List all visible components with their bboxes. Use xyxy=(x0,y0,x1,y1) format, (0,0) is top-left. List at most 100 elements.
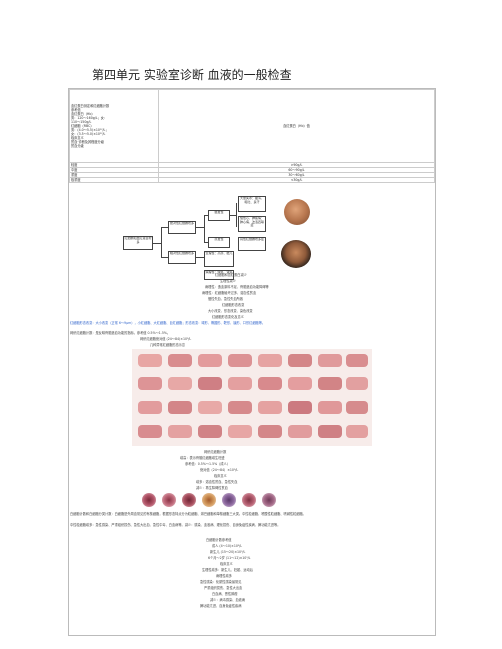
patient-photo-child xyxy=(284,199,310,225)
rbc-cell xyxy=(198,354,222,367)
wbc-cell xyxy=(142,493,156,507)
bottom-line: 临床意义 xyxy=(220,562,233,566)
connector xyxy=(204,215,205,242)
rbc-cell xyxy=(138,401,162,414)
rbc-cell xyxy=(168,377,192,390)
table-left-block: 血红蛋白测定和红细胞计数 参考值 血红蛋白（Hb） 男：120～160g/L；女… xyxy=(69,89,159,163)
rbc-cell xyxy=(228,377,252,390)
wbc-cell xyxy=(162,493,176,507)
left-line: 血红蛋白测定和红细胞计数 xyxy=(71,104,110,108)
rbc-cell xyxy=(318,377,342,390)
rbc-cell xyxy=(258,354,282,367)
rbc-cell xyxy=(228,401,252,414)
table-cell-label: 极重度 xyxy=(69,177,159,183)
rbc-cell xyxy=(318,354,342,367)
left-line: 临床意义 xyxy=(71,136,84,140)
lower-line: 网织红细胞计数 xyxy=(204,450,227,454)
content-frame xyxy=(68,88,436,636)
rbc-cell xyxy=(346,401,368,414)
rbc-cell xyxy=(198,377,222,390)
rbc-cell xyxy=(168,354,192,367)
image-caption: 几种异常红细胞形态示意 xyxy=(150,343,186,347)
lower-line: 增高：表示骨髓红细胞增生旺盛 xyxy=(180,456,225,460)
rbc-cell xyxy=(138,425,162,438)
rbc-cell xyxy=(228,354,252,367)
rbc-cell xyxy=(138,377,162,390)
wbc-cell xyxy=(242,493,256,507)
bottom-line: 新生儿 (15～20)×10⁹/L xyxy=(210,550,246,554)
bottom-line: 减少：病毒感染、血液病 xyxy=(210,598,246,602)
left-line: 男：(4.0～5.5)×10¹²/L； xyxy=(71,128,109,132)
wbc-cell xyxy=(202,493,216,507)
wbc-cell xyxy=(182,493,196,507)
rbc-cell xyxy=(346,425,368,438)
bottom-line: 生理性增多：新生儿、妊娠、运动后 xyxy=(202,568,253,572)
neutrophil-para: 中性粒细胞增多：急性感染、严重组织损伤、急性大出血、急性中毒、白血病等。减少：感… xyxy=(70,523,281,527)
table-row: 血红蛋白测定和红细胞计数 参考值 血红蛋白（Hb） 男：120～160g/L；女… xyxy=(69,89,435,163)
rbc-cell xyxy=(258,401,282,414)
wbc-cell xyxy=(222,493,236,507)
rbc-cell xyxy=(198,425,222,438)
connector xyxy=(161,257,168,258)
left-line: 男：120～160g/L；女： xyxy=(71,116,108,120)
bottom-line: 白细胞计数参考值 xyxy=(206,538,232,542)
rbc-cell xyxy=(346,354,368,367)
rbc-cell xyxy=(288,377,312,390)
rbc-cell xyxy=(318,425,342,438)
rbc-cell xyxy=(258,425,282,438)
diagram-cause-4: 生理性：高原、胎儿 xyxy=(204,251,234,267)
bottom-line: 成人 (4～10)×10⁹/L xyxy=(212,544,243,548)
page-title: 第四单元 实验室诊断 血液的一般检查 xyxy=(92,68,292,82)
left-line: 血红蛋白（Hb） xyxy=(71,112,95,116)
table-right-header: 血红蛋白（Hb）值 xyxy=(158,89,435,163)
rbc-cell xyxy=(168,425,192,438)
mid-line: 慢性失血、急性失血所致 xyxy=(208,297,244,301)
diagram-cause-1: 大量失水：腹泻、呕吐、多汗 xyxy=(238,196,266,212)
rbc-morphology-image xyxy=(132,349,372,446)
rbc-cell xyxy=(198,401,222,414)
left-line: 贫血·诊断及其程度分级 xyxy=(71,140,104,144)
diagram-cause-3: 真性红细胞增多症 xyxy=(238,237,266,251)
left-line: 女：(3.5～5.0)×10¹²/L xyxy=(71,132,106,136)
mid-line: 生理性减少 xyxy=(220,279,236,283)
wbc-image-row xyxy=(142,492,292,508)
left-line: 红细胞（RBC） xyxy=(71,124,94,128)
rbc-cell xyxy=(228,425,252,438)
diagram-cause-5: 病理性：缺氧、肾癌 xyxy=(204,270,234,280)
reticulocyte-line: 网织红细胞计数：是反映骨髓造血功能的指标。参考值 0.5%～1.5%。 xyxy=(70,331,171,335)
mid-line: 病理性：红细胞破坏过多、溶血性贫血 xyxy=(202,291,257,295)
morphology-text: 红细胞形态改变：大小改变（正常 6～9μm），小红细胞、大红细胞、巨红细胞；形态… xyxy=(70,321,266,325)
bottom-line: 病理性增多 xyxy=(216,574,232,578)
connector xyxy=(236,203,237,227)
wbc-cell xyxy=(262,493,276,507)
bottom-line: 急性感染：化脓性感染最常见 xyxy=(200,580,242,584)
diagram-secondary: 继发性 xyxy=(208,210,230,221)
connector xyxy=(204,215,208,216)
diagram-cause-2: 慢性心、肺疾病：肺心病、法洛四联症 xyxy=(238,216,266,232)
mid-line: 红细胞形态改变 xyxy=(222,303,245,307)
connector xyxy=(161,227,162,257)
bottom-line: 白血病、恶性肿瘤 xyxy=(212,592,238,596)
reticulocyte-abs: 网织红细胞绝对值 (24～84)×10⁹/L xyxy=(140,337,192,341)
diagram-absolute: 绝对性红细胞增多 xyxy=(168,221,196,234)
rbc-cell xyxy=(288,354,312,367)
lower-line: 临床意义 xyxy=(214,474,227,478)
rbc-cell xyxy=(346,377,368,390)
rbc-cell xyxy=(138,354,162,367)
lower-line: 参考值：0.5%～1.5%（成人） xyxy=(185,462,230,466)
bottom-line: 严重组织损伤、急性大出血 xyxy=(204,586,243,590)
mid-line: 红细胞形态变化及意义 xyxy=(212,315,244,319)
rbc-cell xyxy=(288,401,312,414)
wbc-intro: 白细胞计数和白细胞分类计数：白细胞是外周血常见的有核细胞，根据形态特点分为粒细胞… xyxy=(70,512,306,516)
connector xyxy=(161,227,168,228)
rbc-cell xyxy=(318,401,342,414)
connector xyxy=(196,227,204,228)
left-line: 110～150g/L xyxy=(71,120,92,124)
connector xyxy=(153,243,161,244)
connector xyxy=(204,242,208,243)
rbc-cell xyxy=(258,377,282,390)
bottom-line: 脾功能亢进、自身免疫性疾病 xyxy=(200,604,242,608)
mid-line: 病理性：造血原料不足、骨髓造血功能障碍等 xyxy=(205,285,269,289)
table-row: 极重度 <30g/L xyxy=(69,177,435,183)
diagram-root: 红细胞和血红蛋白增多 xyxy=(123,236,153,250)
